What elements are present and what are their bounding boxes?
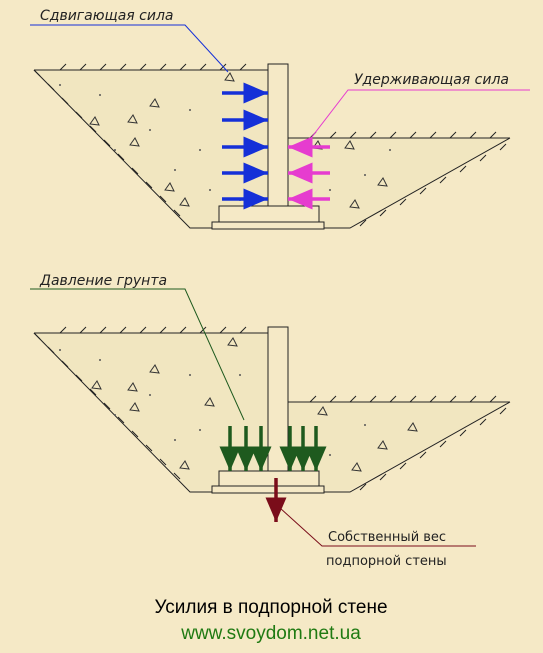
upper-wall-footing bbox=[218, 205, 320, 223]
holding-force-arrows bbox=[288, 136, 330, 210]
upper-hatching bbox=[33, 63, 507, 227]
website-url: www.svoydom.net.ua bbox=[180, 623, 361, 644]
self-weight-label-leader bbox=[279, 507, 476, 547]
soil-pressure-label-leader bbox=[30, 288, 245, 421]
lower-wall-base-pad bbox=[211, 485, 325, 494]
shear-force-label: Сдвигающая сила bbox=[40, 8, 174, 24]
upper-diagram-shear-and-holding: Сдвигающая сила Удерживающая сила bbox=[30, 8, 530, 230]
shear-label-leader bbox=[30, 24, 229, 73]
figure-title: Усилия в подпорной стене bbox=[154, 597, 387, 618]
upper-aggregate-marks bbox=[89, 72, 388, 209]
lower-wall-stem bbox=[267, 326, 289, 472]
lower-soil-body bbox=[34, 333, 268, 490]
soil-pressure-arrows bbox=[219, 426, 327, 471]
lower-aggregate-marks bbox=[91, 337, 418, 472]
lower-hatching bbox=[33, 326, 507, 491]
lower-soil-front bbox=[288, 402, 510, 490]
shear-force-arrows bbox=[222, 82, 268, 210]
lower-specks bbox=[59, 349, 366, 456]
lower-diagram-soil-pressure-and-weight: Давление грунта Собственный вес подпорно… bbox=[30, 273, 511, 569]
upper-soil-front bbox=[288, 138, 510, 228]
holding-label-leader bbox=[307, 89, 530, 143]
self-weight-label-line2: подпорной стены bbox=[326, 554, 447, 569]
lower-wall-footing bbox=[218, 470, 320, 487]
soil-pressure-label: Давление грунта bbox=[39, 273, 167, 289]
holding-force-label: Удерживающая сила bbox=[354, 72, 509, 88]
upper-wall-base-pad bbox=[211, 221, 325, 230]
upper-wall-stem bbox=[267, 63, 289, 207]
upper-soil-body bbox=[34, 70, 268, 228]
self-weight-label-line1: Собственный вес bbox=[328, 530, 446, 545]
